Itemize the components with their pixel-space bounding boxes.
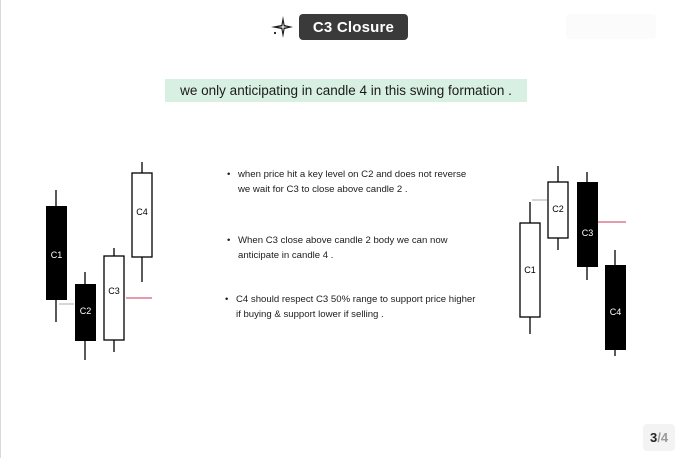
c4-label: C4 [136, 207, 148, 217]
bullet-line: C4 should respect C3 50% range to suppor… [236, 294, 476, 305]
c1-label: C1 [524, 265, 536, 275]
c2-label: C2 [80, 306, 92, 316]
bullet-line: when price hit a key level on C2 and doe… [238, 169, 467, 180]
bullet-item: • When C3 close above candle 2 body we c… [227, 234, 448, 263]
c4-label: C4 [610, 307, 622, 317]
faint-header-placeholder [566, 14, 656, 39]
bullet-item: • when price hit a key level on C2 and d… [227, 168, 467, 197]
c2-body [75, 284, 96, 341]
c3-label: C3 [108, 286, 120, 296]
total-pages: 4 [660, 430, 669, 445]
c3-label: C3 [582, 228, 594, 238]
bullet-dot: • [227, 169, 231, 180]
c2-label: C2 [552, 204, 564, 214]
c4-body [605, 265, 626, 350]
left-candle-pattern: C1 C2 C3 C4 [46, 162, 153, 360]
current-page: 3 [649, 430, 658, 445]
bullet-line: if buying & support lower if selling . [236, 308, 384, 320]
c3-body [103, 255, 125, 341]
c3-body [577, 182, 598, 267]
subtitle-banner: we only anticipating in candle 4 in this… [165, 79, 527, 102]
slide-title: C3 Closure [299, 14, 408, 40]
right-candle-pattern: C1 C2 C3 C4 [519, 166, 626, 356]
page-indicator[interactable]: 3/4 [643, 424, 675, 451]
bullet-dot: • [225, 294, 229, 305]
bullet-line: anticipate in candle 4 . [238, 249, 334, 261]
bullet-item: • C4 should respect C3 50% range to supp… [225, 293, 476, 322]
c1-body [519, 222, 541, 318]
c1-label: C1 [51, 250, 63, 260]
bullet-dot: • [227, 235, 231, 246]
sparkle-star-icon [271, 16, 293, 38]
bullet-line: When C3 close above candle 2 body we can… [238, 235, 448, 246]
page-separator: / [657, 430, 661, 445]
slide-left-border [0, 0, 1, 458]
c2-body [547, 181, 569, 239]
c4-body [131, 172, 153, 258]
bullet-line: we wait for C3 to close above candle 2 . [238, 183, 408, 195]
c1-body [46, 206, 67, 300]
